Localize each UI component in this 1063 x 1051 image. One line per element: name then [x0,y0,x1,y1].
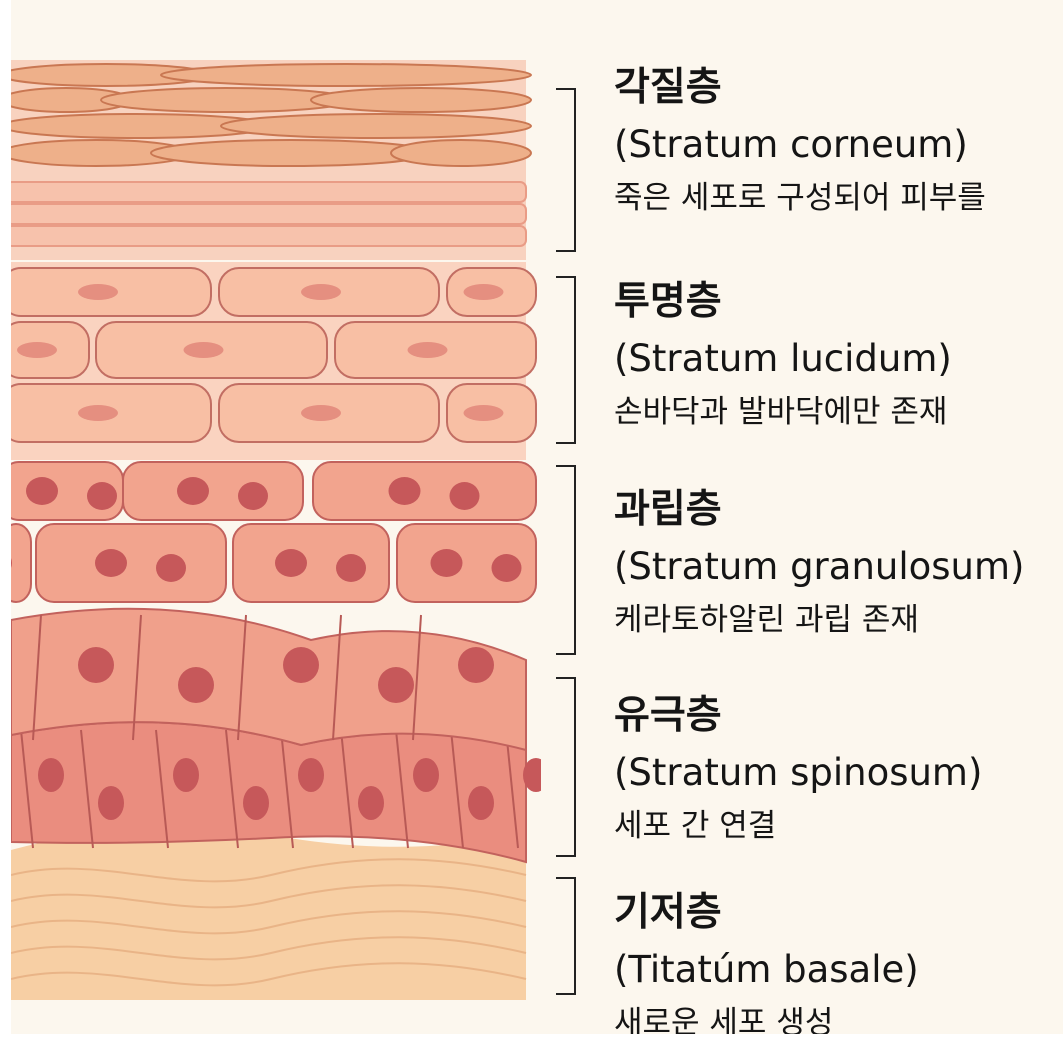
corneum-scale [310,87,532,113]
nucleus [358,786,384,820]
nucleus [388,477,421,505]
diagram-panel: 각질층 (Stratum corneum) 죽은 세포로 구성되어 피부를 투명… [11,0,1063,1034]
granular-cell [11,523,32,603]
nucleus [183,342,224,358]
nucleus [243,786,269,820]
nucleus [413,758,439,792]
layer-name-ko: 투명층 [614,279,722,324]
cell-wall [225,729,239,849]
skin-layers-illustration [11,60,541,1000]
basale-fibre [11,884,527,909]
label-granulosum: 과립층 (Stratum granulosum) 케라토하알린 과립 존재 [614,487,1063,639]
cell-wall [237,614,247,741]
layer-description: 케라토하알린 과립 존재 [614,602,919,638]
nucleus [378,667,414,703]
basale-fibre [11,936,527,961]
label-spinosum: 유극층 (Stratum spinosum) 세포 간 연결 [614,693,1063,845]
cell-wall [412,614,422,741]
nucleus [238,482,268,510]
nucleus [491,554,522,582]
layer-name-ko: 유극층 [614,693,722,738]
bracket-spinosum [556,677,576,857]
layer-name-ko: 과립층 [614,487,722,532]
nucleus [78,647,114,683]
layer-name-ko: 각질층 [614,65,722,110]
layer-name-en: (Stratum lucidum) [614,337,952,380]
nucleus [336,554,366,582]
basale-layer [11,827,526,1000]
cell-wall [505,729,519,849]
nucleus [178,667,214,703]
nucleus [458,647,494,683]
bracket-granulosum [556,465,576,655]
layer-description: 죽은 세포로 구성되어 피부를 [614,180,986,216]
corneum-scale [220,113,532,139]
layer-description: 손바닥과 발바닥에만 존재 [614,394,948,430]
layer-name-en: (Stratum corneum) [614,123,968,166]
nucleus [463,405,504,421]
nucleus [283,647,319,683]
nucleus [430,549,463,577]
label-basale: 기저층 (Titatúm basale) 새로운 세포 생성 [614,890,1063,1034]
layer-name-en: (Titatúm basale) [614,948,919,991]
nucleus [38,758,64,792]
layer-description: 새로운 세포 생성 [614,1005,834,1034]
bracket-lucidum [556,276,576,444]
cell-wall [32,614,42,741]
label-lucidum: 투명층 (Stratum lucidum) 손바닥과 발바닥에만 존재 [614,279,1063,431]
nucleus [301,284,341,300]
corneum-scale [150,139,432,167]
cell-wall [155,729,169,849]
nucleus [173,758,199,792]
granular-cell [232,523,390,603]
nucleus [26,477,58,505]
nucleus [301,405,341,421]
granular-cell [312,461,537,521]
corneum-sheet [11,225,527,247]
layer-description: 세포 간 연결 [614,808,777,844]
nucleus [407,342,448,358]
nucleus [298,758,324,792]
cell-wall [395,729,409,849]
cell-wall [132,614,142,741]
granular-cell [122,461,304,521]
label-corneum: 각질층 (Stratum corneum) 죽은 세포로 구성되어 피부를 [614,65,1063,217]
bracket-corneum [556,88,576,252]
cell-wall [80,729,94,849]
nucleus [95,549,127,577]
nucleus [523,758,541,792]
corneum-scale [160,63,532,87]
nucleus [177,477,209,505]
cell-wall [332,614,342,741]
corneum-sheet [11,181,527,203]
nucleus [156,554,186,582]
nucleus [11,558,12,568]
nucleus [275,549,307,577]
granular-cell [35,523,227,603]
layer-name-en: (Stratum spinosum) [614,751,983,794]
cell-wall [450,729,464,849]
bracket-basale [556,877,576,995]
basale-fibre [11,858,527,883]
cell-wall [280,729,294,849]
nucleus [87,482,117,510]
layer-name-ko: 기저층 [614,890,722,935]
nucleus [78,405,118,421]
nucleus [468,786,494,820]
nucleus [463,284,504,300]
layer-name-en: (Stratum granulosum) [614,545,1025,588]
granular-cell [396,523,537,603]
cell-wall [20,729,34,849]
corneum-sheet [11,203,527,225]
corneum-scale [390,139,532,167]
basale-fibre [11,910,527,935]
cell-wall [340,729,354,849]
nucleus [449,482,480,510]
nucleus [98,786,124,820]
basale-fibre [11,962,527,987]
nucleus [78,284,118,300]
nucleus [17,342,57,358]
